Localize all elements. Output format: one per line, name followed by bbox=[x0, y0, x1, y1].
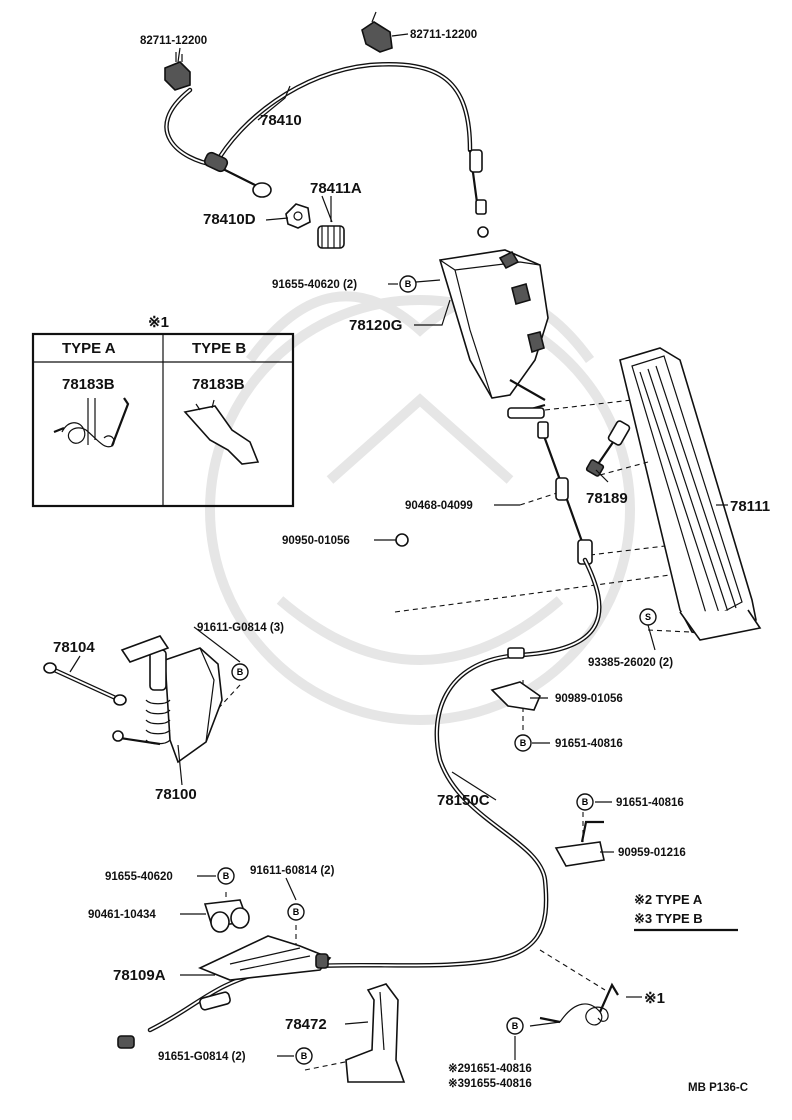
svg-text:B: B bbox=[582, 797, 589, 807]
svg-text:S: S bbox=[645, 612, 651, 622]
label-link-rod: 78189 bbox=[586, 490, 628, 507]
label-bolt-lowleft: 91655-40620 bbox=[105, 871, 173, 883]
label-bolt-clamp: 91651-40816 bbox=[555, 738, 623, 750]
label-bolt-type2: ※291651-40816 bbox=[448, 1062, 532, 1075]
label-clip-left: 82711-12200 bbox=[140, 35, 207, 47]
clip-right bbox=[361, 11, 393, 53]
svg-text:B: B bbox=[301, 1051, 308, 1061]
bolt-badge-bottom: B bbox=[295, 1047, 313, 1065]
label-nut-mid: 90950-01056 bbox=[282, 535, 350, 547]
upper-cable bbox=[164, 62, 489, 238]
label-bolt-type3: ※391655-40816 bbox=[448, 1077, 532, 1090]
nut-78410d bbox=[285, 203, 311, 229]
bracket-78472 bbox=[345, 983, 406, 1083]
inset-type-a: TYPE A bbox=[62, 340, 116, 357]
label-bolt-left: 91611-G0814 (3) bbox=[197, 622, 284, 634]
legend-row1: ※2 TYPE A bbox=[634, 892, 703, 907]
inset-part-b: 78183B bbox=[192, 376, 245, 393]
svg-text:B: B bbox=[223, 871, 230, 881]
return-spring bbox=[539, 982, 619, 1026]
accelerator-pedal bbox=[619, 347, 762, 641]
svg-text:B: B bbox=[237, 667, 244, 677]
clamp-90989 bbox=[490, 681, 541, 711]
label-clamp: 90989-01056 bbox=[555, 693, 623, 705]
bolt-badge-right: B bbox=[576, 793, 594, 811]
label-bolt-right: 91651-40816 bbox=[616, 797, 684, 809]
label-bracket-small: 78472 bbox=[285, 1016, 327, 1033]
inset-type-b: TYPE B bbox=[192, 340, 246, 357]
nut-90950 bbox=[395, 533, 409, 547]
label-rod: 78104 bbox=[53, 639, 95, 656]
bolt-badge-clamp: B bbox=[514, 734, 532, 752]
label-clip-mid: 90468-04099 bbox=[405, 500, 473, 512]
page-code: MB P136-C bbox=[688, 1082, 748, 1094]
label-cable-lower: 78150C bbox=[437, 792, 490, 809]
legend-row2: ※3 TYPE B bbox=[634, 911, 703, 926]
sleeve-78411a bbox=[317, 196, 345, 249]
bolt-badge-spring: B bbox=[506, 1017, 524, 1035]
svg-text:B: B bbox=[405, 279, 412, 289]
svg-text:B: B bbox=[520, 738, 527, 748]
label-spring-ref: ※1 bbox=[644, 990, 665, 1007]
rod-78104 bbox=[43, 662, 127, 706]
screw-badge-pedal: S bbox=[639, 608, 657, 626]
clip-left bbox=[164, 52, 191, 91]
clamp-90461 bbox=[203, 899, 250, 933]
bolt-badge-lowmid: B bbox=[287, 903, 305, 921]
label-clamp-right: 90959-01216 bbox=[618, 847, 686, 859]
label-bracket-top: 78120G bbox=[349, 317, 402, 334]
svg-text:B: B bbox=[512, 1021, 519, 1031]
label-bolt-bottom: 91651-G0814 (2) bbox=[158, 1051, 246, 1063]
svg-text:B: B bbox=[293, 907, 300, 917]
label-bolt-top: 91655-40620 (2) bbox=[272, 279, 357, 291]
label-clamp-lowleft: 90461-10434 bbox=[88, 909, 156, 921]
inset-part-a: 78183B bbox=[62, 376, 115, 393]
bolt-badge-lowleft: B bbox=[217, 867, 235, 885]
label-actuator: 78100 bbox=[155, 786, 197, 803]
label-nut: 78410D bbox=[203, 211, 256, 228]
inset-spring-types bbox=[31, 332, 295, 508]
label-cable-upper: 78410 bbox=[260, 112, 302, 129]
label-clip-right: 82711-12200 bbox=[410, 29, 477, 41]
bolt-badge-top: B bbox=[399, 275, 417, 293]
link-rod-78189 bbox=[585, 420, 631, 477]
label-pedal: 78111 bbox=[730, 498, 770, 515]
label-screw-pedal: 93385-26020 (2) bbox=[588, 657, 673, 669]
clamp-90959 bbox=[554, 820, 605, 867]
bracket-78120g bbox=[438, 249, 549, 419]
inset-ref: ※1 bbox=[148, 314, 169, 331]
label-sleeve: 78411A bbox=[310, 180, 362, 197]
actuator-78100 bbox=[112, 635, 223, 764]
bolt-badge-left: B bbox=[231, 663, 249, 681]
label-bolt-lowmid: 91611-60814 (2) bbox=[250, 865, 335, 877]
leader-lines bbox=[69, 33, 728, 1060]
bracket-78109a bbox=[197, 935, 332, 981]
label-bracket-low: 78109A bbox=[113, 967, 166, 984]
